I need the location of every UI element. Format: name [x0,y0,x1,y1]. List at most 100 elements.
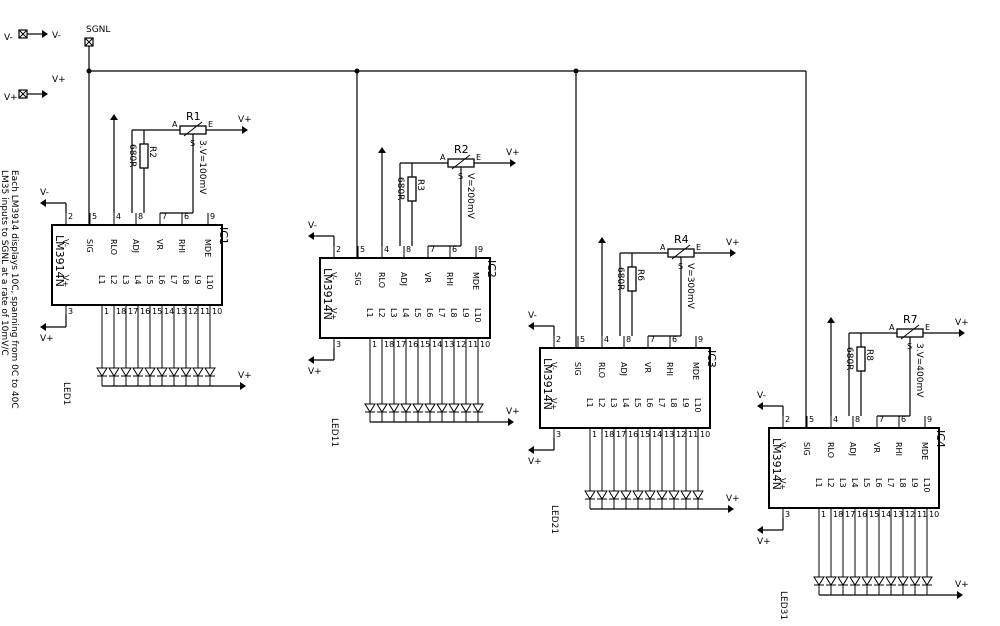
pin-number: 18 [384,340,394,349]
pin-number: 2 [785,415,790,424]
potentiometer-pin-a: A [889,323,895,332]
resistor-body [627,266,637,292]
pin-label: L8 [449,308,458,318]
led-vplus-arrow [240,382,246,390]
signal-bus [86,46,807,428]
pin-number: 8 [406,245,411,254]
note: LM35 inputs to SGNL at a rate of 10mV/C … [0,170,19,409]
pin-label: L10 [205,275,214,290]
pin-label: L8 [898,478,907,488]
pin-label: ADJ [619,362,628,376]
potentiometer-designator: R4 [674,233,689,246]
pin-label: VR [423,272,432,283]
pin-label: MDE [691,362,700,380]
pin-number: 8 [855,415,860,424]
pin-label: V- [549,362,558,370]
pin-number: 3 [336,340,341,349]
vplus-arrow [528,446,534,454]
pin-label: RHI [665,362,674,376]
pin-number: 11 [200,307,210,316]
pin-number: 15 [152,307,162,316]
led-vplus-arrow [728,505,734,513]
pin-label: L4 [850,478,859,488]
pin-label: RLO [109,239,118,255]
pin-number: 18 [604,430,614,439]
led-diode [584,490,596,500]
pin-number: 4 [833,415,838,424]
pin-number: 1 [821,510,826,519]
pin-label: L7 [657,398,666,408]
pot-vplus-arrow [510,159,516,167]
pin-number: 9 [927,415,932,424]
vplus-arrow [40,323,46,331]
vminus-terminal-label: V- [4,33,13,43]
vminus-arrow [528,322,534,330]
pin-number: 4 [604,335,609,344]
pin-label: L10 [922,478,931,493]
pin-label: MDE [471,272,480,290]
resistor-body [856,346,866,372]
pin-label: L1 [585,398,594,408]
pot-vplus-arrow [959,329,965,337]
led-designator: LED1 [61,382,71,405]
led-vplus-arrow [508,418,514,426]
pin-number: 7 [650,335,655,344]
pin-label: L6 [874,478,883,488]
vplus-label: V+ [40,334,54,344]
led-diode [132,367,144,377]
ic4-part-number: LM3914N [770,438,783,490]
pin-number: 16 [140,307,150,316]
potentiometer-body [179,125,207,135]
pin-label: L9 [193,275,202,285]
pin-number: 12 [456,340,466,349]
pin-number: 12 [676,430,686,439]
vplus-terminal-label-right: V+ [52,75,66,85]
pin-number: 2 [336,245,341,254]
pin-label: L6 [425,308,434,318]
resistor-body [407,176,417,202]
pin-label: L10 [473,308,482,323]
led-diode [692,490,704,500]
led-diode [620,490,632,500]
pin-label: V+ [61,275,70,287]
pin-label: L9 [681,398,690,408]
ic2-body [319,257,491,339]
led-diode [460,403,472,413]
pin-label: SIG [802,442,811,456]
pin-label: MDE [920,442,929,460]
led-diode [596,490,608,500]
potentiometer-pin-e: E [925,323,930,332]
led-diode [897,576,909,586]
pin-number: 10 [929,510,939,519]
pin-label: L8 [181,275,190,285]
led-diode [813,576,825,586]
vplus-arrow [308,356,314,364]
led-diode [861,576,873,586]
pin-number: 9 [478,245,483,254]
potentiometer-pin-a: A [172,120,178,129]
led-bar: V+LED21 [549,438,740,534]
reference-voltage-label: V=200mV [465,173,475,220]
resistor-designator: R8 [864,349,874,361]
pin-number: 3 [556,430,561,439]
stages: IC1LM3914N2V-5SIG4RLO8ADJ7VR6RHI9MDE3V+1… [40,110,969,620]
pin-label: L3 [838,478,847,488]
pot-vplus-label: V+ [238,115,252,125]
pin-number: 18 [116,307,126,316]
potentiometer-wiper-arrow [900,324,920,340]
ic2-part-number: LM3914N [321,268,334,320]
led-diode [120,367,132,377]
pot-vplus-label: V+ [506,148,520,158]
led-diode [388,403,400,413]
pin-label: L2 [597,398,606,408]
pin-number: 5 [809,415,814,424]
pin-number: 6 [452,245,457,254]
pin-label: RLO [597,362,606,378]
pin-number: 1 [104,307,109,316]
potentiometer-body [447,158,475,168]
sgnl-label: SGNL [86,25,110,35]
pin-label: L4 [133,275,142,285]
pin-label: RLO [826,442,835,458]
led-bar: V+LED31 [778,518,969,620]
stage-ic3: IC3LM3914N2V-5SIG4RLO8ADJ7VR6RHI9MDE3V+1… [528,233,740,534]
